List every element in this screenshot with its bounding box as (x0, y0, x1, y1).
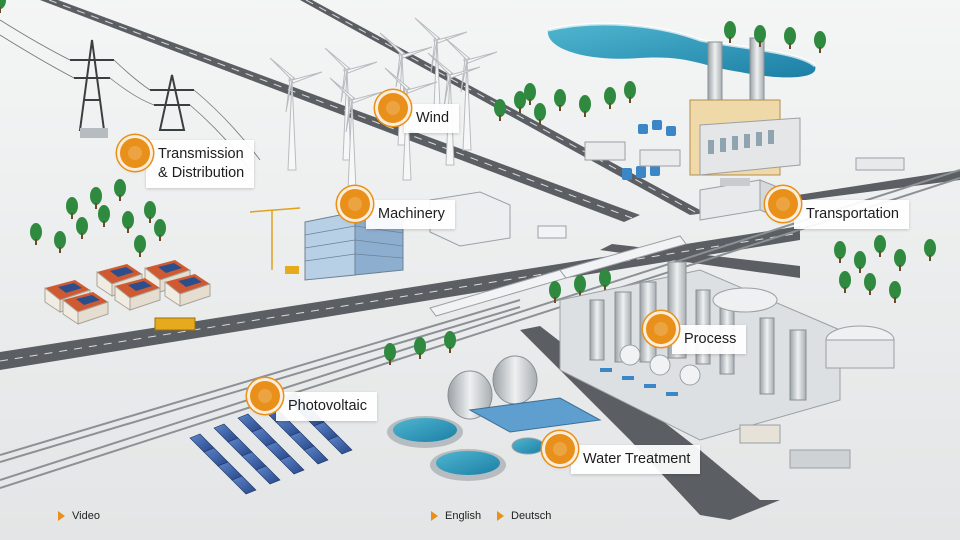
hotspot-machinery[interactable]: Machinery (340, 178, 455, 229)
play-triangle-icon (431, 511, 438, 521)
play-triangle-icon (58, 511, 65, 521)
hotspot-label-transmission[interactable]: Transmission & Distribution (146, 140, 255, 188)
play-triangle-icon (497, 511, 504, 521)
hotspot-transmission[interactable]: Transmission & Distribution (120, 118, 255, 188)
hotspot-photovoltaic[interactable]: Photovoltaic (250, 370, 377, 421)
video-link-label[interactable]: Video (72, 510, 100, 522)
deutsch-link[interactable]: Deutsch (497, 510, 551, 522)
hotspot-marker-icon[interactable] (545, 433, 575, 464)
hotspot-label-machinery[interactable]: Machinery (366, 200, 455, 229)
deutsch-link-label[interactable]: Deutsch (511, 510, 552, 522)
hotspot-marker-icon[interactable] (768, 188, 798, 219)
hotspot-label-photovoltaic[interactable]: Photovoltaic (276, 392, 377, 421)
hotspot-process[interactable]: Process (646, 303, 747, 354)
hotspot-label-process[interactable]: Process (672, 325, 747, 354)
hotspot-transportation[interactable]: Transportation (768, 178, 909, 229)
hotspot-marker-icon[interactable] (120, 138, 150, 168)
hotspot-wind[interactable]: Wind (378, 82, 460, 133)
english-link-label[interactable]: English (445, 510, 482, 522)
hotspot-label-wind[interactable]: Wind (404, 104, 460, 133)
english-link[interactable]: English (431, 510, 481, 522)
hotspot-water-treatment[interactable]: Water Treatment (545, 423, 701, 474)
hotspot-marker-icon[interactable] (340, 188, 370, 219)
hotspot-label-water-treatment[interactable]: Water Treatment (571, 445, 701, 474)
hotspot-marker-icon[interactable] (646, 313, 676, 344)
hotspot-label-transportation[interactable]: Transportation (794, 200, 909, 229)
hotspot-marker-icon[interactable] (378, 92, 408, 123)
video-link[interactable]: Video (58, 510, 100, 522)
hotspot-marker-icon[interactable] (250, 380, 280, 411)
